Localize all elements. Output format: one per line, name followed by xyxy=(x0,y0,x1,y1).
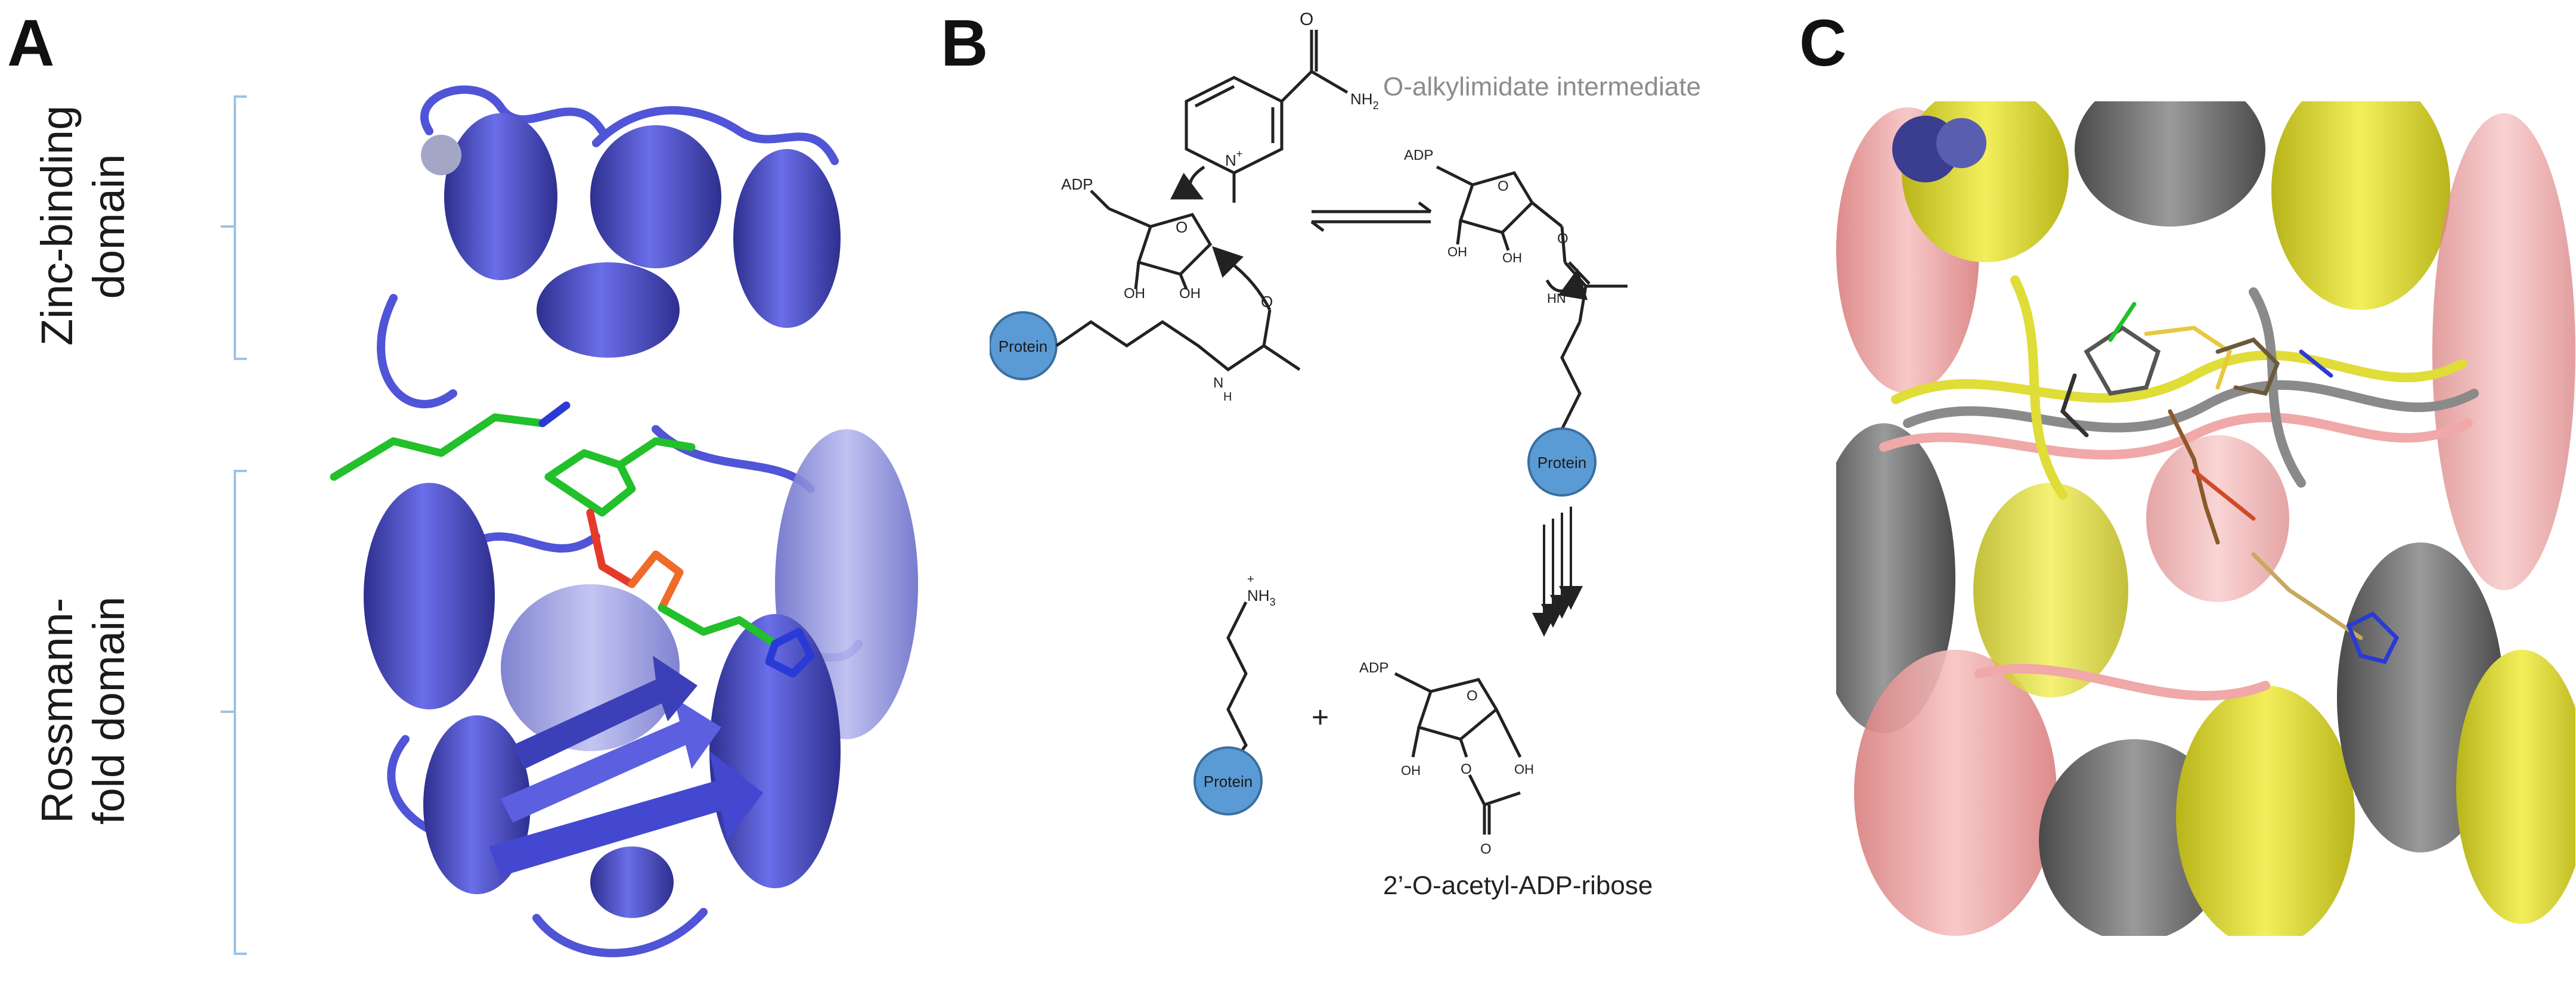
nicotinamide-ring xyxy=(1170,30,1349,203)
rossmann-domain-label: Rossmann- fold domain xyxy=(31,591,136,830)
product-adp: ADP xyxy=(1359,660,1388,676)
zinc-domain-label-line2: domain xyxy=(84,154,134,299)
product-label: 2’-O-acetyl-ADP-ribose xyxy=(1383,871,1653,900)
nad-oh-2: OH xyxy=(1179,286,1201,302)
multistep-arrows xyxy=(1532,507,1583,637)
nad-n-plus: N+ xyxy=(1225,148,1242,169)
nad-adp: ADP xyxy=(1061,175,1093,193)
zinc-domain-bracket xyxy=(234,95,247,360)
equilibrium-arrows xyxy=(1310,201,1432,232)
rossmann-domain-label-line2: fold domain xyxy=(84,596,134,825)
helices-a xyxy=(364,113,918,918)
product-carbonyl-o: O xyxy=(1480,841,1492,857)
lysine-n: N xyxy=(1213,375,1223,391)
intermediate-lysine-chain xyxy=(1560,321,1582,430)
intermediate-ribose-o: O xyxy=(1498,178,1509,194)
rossmann-domain-label-line1: Rossmann- xyxy=(32,597,82,824)
intermediate-hn: HN xyxy=(1547,291,1566,306)
free-lysine-chain xyxy=(1226,601,1248,770)
zinc-domain-label-line1: Zinc-binding xyxy=(32,105,82,346)
protein-circle-3-label: Protein xyxy=(1204,773,1253,790)
product-ribose-o: O xyxy=(1467,688,1478,704)
product-oh-1: OH xyxy=(1401,763,1421,778)
structure-overlay-c xyxy=(1836,101,2575,936)
protein-circle-2-label: Protein xyxy=(1537,454,1586,472)
beta-strands-a xyxy=(489,656,763,876)
intermediate-o: O xyxy=(1557,231,1568,247)
intermediate-oh-2: OH xyxy=(1502,250,1522,265)
protein-circle-3 xyxy=(1194,746,1263,815)
nad-carbonyl-o: O xyxy=(1300,10,1313,29)
intermediate-label: O-alkylimidate intermediate xyxy=(1383,72,1701,101)
rossmann-domain-bracket-tick xyxy=(221,711,235,713)
lysine-h: H xyxy=(1223,390,1232,404)
protein-circle-1-label: Protein xyxy=(999,337,1047,355)
panel-b-letter: B xyxy=(941,7,988,80)
intermediate-oh-1: OH xyxy=(1447,244,1467,259)
product-oh-2: OH xyxy=(1514,762,1534,777)
zinc-ion-a xyxy=(421,135,461,175)
lysine-nh3: NH3 xyxy=(1247,587,1276,608)
protein-circle-2 xyxy=(1527,427,1597,497)
product-ester-o: O xyxy=(1461,761,1472,777)
acetyl-lysine-chain xyxy=(1055,309,1272,372)
acetyl-o: O xyxy=(1261,293,1273,311)
metal-ion-c-2 xyxy=(1936,118,1986,168)
plus-sign: + xyxy=(1312,700,1329,734)
panel-a-letter: A xyxy=(7,7,55,80)
reaction-scheme-b: O NH2 N+ O ADP OH OH Protein N H O xyxy=(990,10,1701,900)
nad-oh-1: OH xyxy=(1124,286,1145,302)
product-ribose xyxy=(1394,672,1522,835)
nad-ribose-o: O xyxy=(1176,218,1188,236)
panel-c-letter: C xyxy=(1799,7,1847,80)
ligand-sticks-a xyxy=(330,401,815,678)
zinc-domain-label: Zinc-binding domain xyxy=(31,105,136,346)
protein-structure-a xyxy=(330,85,918,957)
intermediate-adp: ADP xyxy=(1404,147,1433,163)
intermediate-ribose xyxy=(1436,165,1628,323)
nad-amide-nh2: NH2 xyxy=(1350,90,1379,111)
overlay-ribbons-c xyxy=(1836,101,2575,936)
nad-ribose xyxy=(1090,190,1272,311)
zinc-domain-bracket-tick xyxy=(221,225,235,228)
rossmann-domain-bracket xyxy=(234,470,247,955)
lysine-nh3-plus: + xyxy=(1247,573,1254,586)
acetyl-methyl xyxy=(1263,344,1301,371)
overlay-ligands-c xyxy=(2060,302,2400,665)
